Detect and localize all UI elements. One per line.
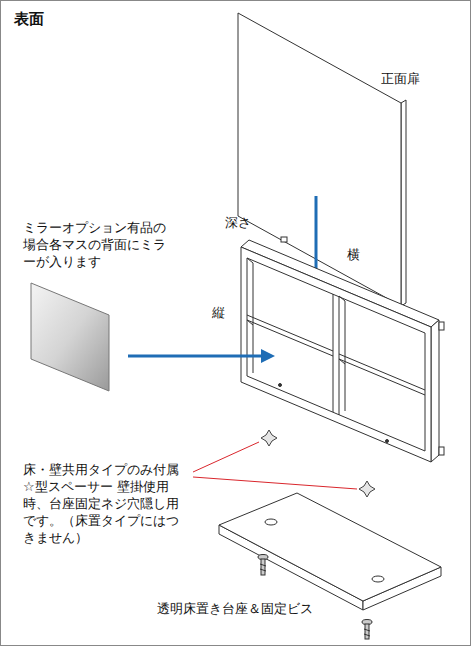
dimension-name: 横 <box>347 247 360 264</box>
blue-arrow <box>128 349 275 363</box>
dimension-name: 縦 <box>212 305 225 322</box>
part-name: 正面扉 <box>381 71 420 88</box>
note: ミラーオプション有品の場合各マスの背面にミラーが入ります <box>23 220 173 271</box>
leader-line <box>193 442 357 489</box>
base-plate <box>219 493 441 610</box>
note: 床・壁共用タイプのみ付属 ☆型スペーサー 壁掛使用時、台座固定ネジ穴隠し用です。… <box>23 462 188 546</box>
cabinet <box>241 237 444 462</box>
fixing-screw <box>258 555 372 640</box>
star-spacer <box>261 430 375 497</box>
part-name: 透明床置き台座＆固定ビス <box>157 601 313 618</box>
mirror-panel <box>31 283 109 391</box>
dimension-name: 深さ <box>225 215 251 232</box>
view-title: 表面 <box>14 10 44 30</box>
